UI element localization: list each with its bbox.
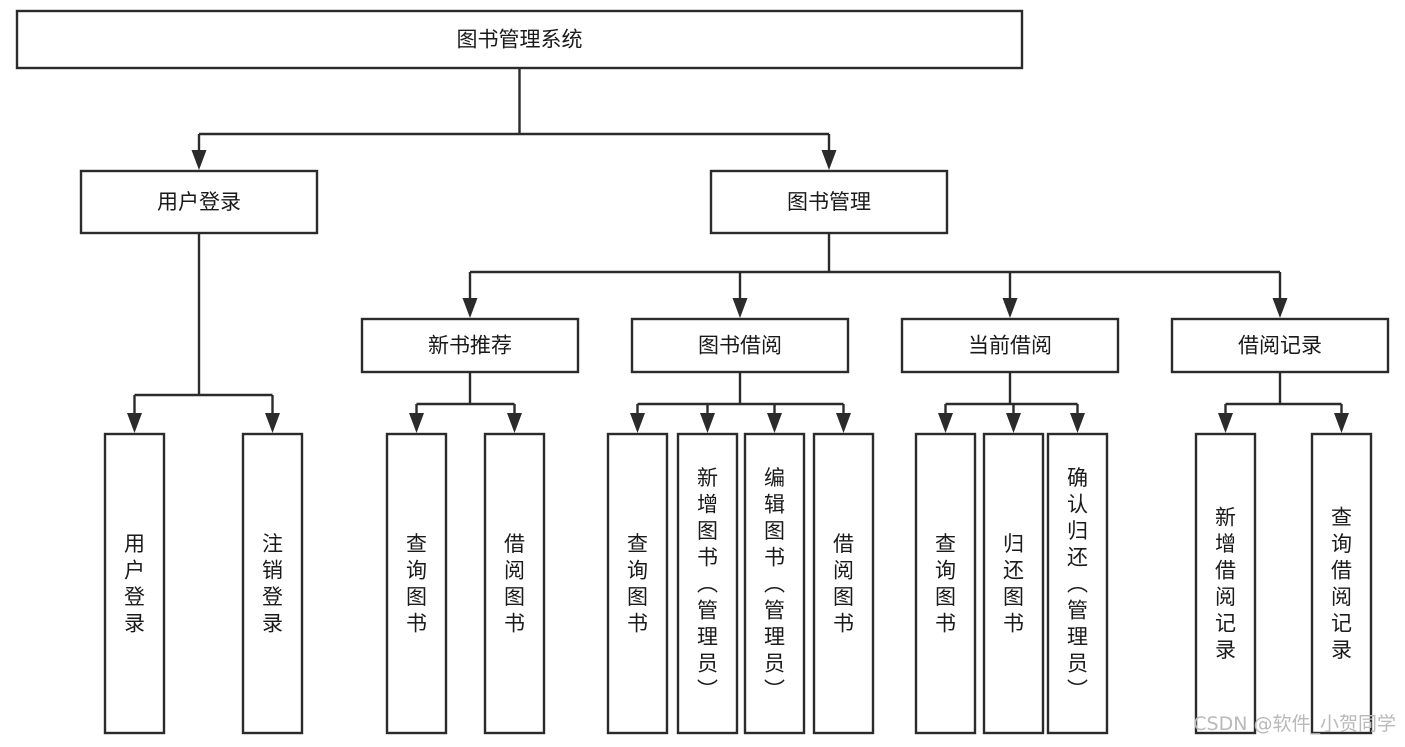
node-box-book-manage (709, 169, 949, 235)
node-leaf-confirm-return[interactable]: 确认归还︵管理员︶ (1046, 432, 1109, 735)
node-label-root: 图书管理系统 (457, 28, 583, 52)
node-label-leaf-add-record: 新增借阅记录 (1215, 506, 1236, 663)
node-label-leaf-borrow-book-1: 借阅图书 (504, 532, 525, 636)
node-label-leaf-edit-book: 编辑图书︵管理员︶ (764, 466, 785, 702)
node-label-current-borrow: 当前借阅 (968, 334, 1052, 358)
node-label-borrow-record: 借阅记录 (1238, 334, 1322, 358)
node-new-book-rec[interactable]: 新书推荐 (360, 317, 580, 374)
node-label-leaf-logout: 注销登录 (262, 532, 283, 636)
edge-group-book-manage (462, 233, 1288, 318)
node-book-manage[interactable]: 图书管理 (709, 169, 949, 235)
node-label-leaf-query-book-3: 查询图书 (935, 532, 956, 636)
node-box-leaf-logout (241, 432, 304, 735)
node-box-user-login (79, 169, 319, 235)
node-label-book-manage: 图书管理 (787, 190, 871, 214)
node-label-leaf-user-login: 用户登录 (124, 532, 145, 636)
edges-layer (127, 68, 1349, 433)
node-box-leaf-edit-book (743, 432, 806, 735)
node-leaf-add-record[interactable]: 新增借阅记录 (1194, 432, 1257, 735)
node-box-leaf-user-login (103, 432, 166, 735)
node-label-leaf-query-book-1: 查询图书 (406, 532, 427, 636)
node-book-borrow[interactable]: 图书借阅 (630, 317, 850, 374)
node-box-leaf-return-book (982, 432, 1045, 735)
node-leaf-edit-book[interactable]: 编辑图书︵管理员︶ (743, 432, 806, 735)
node-leaf-logout[interactable]: 注销登录 (241, 432, 304, 735)
node-label-user-login: 用户登录 (157, 190, 241, 214)
node-root[interactable]: 图书管理系统 (15, 9, 1024, 70)
node-leaf-user-login[interactable]: 用户登录 (103, 432, 166, 735)
edge-group-book-borrow (630, 372, 851, 433)
node-box-leaf-query-record (1310, 432, 1373, 735)
node-leaf-query-record[interactable]: 查询借阅记录 (1310, 432, 1373, 735)
node-current-borrow[interactable]: 当前借阅 (900, 317, 1120, 374)
node-leaf-return-book[interactable]: 归还图书 (982, 432, 1045, 735)
node-leaf-query-book-3[interactable]: 查询图书 (914, 432, 977, 735)
node-box-leaf-borrow-book-1 (483, 432, 546, 735)
node-leaf-add-book[interactable]: 新增图书︵管理员︶ (676, 432, 739, 735)
edge-group-root (191, 68, 837, 170)
node-leaf-borrow-book-1[interactable]: 借阅图书 (483, 432, 546, 735)
node-leaf-borrow-book-2[interactable]: 借阅图书 (812, 432, 875, 735)
node-box-leaf-add-book (676, 432, 739, 735)
node-label-book-borrow: 图书借阅 (698, 334, 782, 358)
node-borrow-record[interactable]: 借阅记录 (1170, 317, 1390, 374)
node-label-leaf-borrow-book-2: 借阅图书 (833, 532, 854, 636)
node-user-login[interactable]: 用户登录 (79, 169, 319, 235)
node-label-leaf-query-book-2: 查询图书 (627, 532, 648, 636)
node-label-leaf-return-book: 归还图书 (1003, 532, 1024, 636)
node-leaf-query-book-2[interactable]: 查询图书 (606, 432, 669, 735)
node-box-leaf-add-record (1194, 432, 1257, 735)
node-box-leaf-query-book-3 (914, 432, 977, 735)
edge-group-user-login (127, 233, 280, 433)
csdn-watermark: CSDN @软件_小贺同学 (1193, 713, 1396, 735)
node-label-leaf-add-book: 新增图书︵管理员︶ (697, 466, 718, 702)
node-label-new-book-rec: 新书推荐 (428, 334, 512, 358)
node-box-current-borrow (900, 317, 1120, 374)
node-label-leaf-query-record: 查询借阅记录 (1331, 506, 1352, 663)
node-box-leaf-borrow-book-2 (812, 432, 875, 735)
node-box-leaf-query-book-1 (385, 432, 448, 735)
nodes-layer: 图书管理系统用户登录图书管理新书推荐图书借阅当前借阅借阅记录用户登录注销登录查询… (15, 9, 1390, 735)
edge-group-new-book-rec (409, 372, 522, 433)
node-box-book-borrow (630, 317, 850, 374)
node-leaf-query-book-1[interactable]: 查询图书 (385, 432, 448, 735)
node-box-new-book-rec (360, 317, 580, 374)
edge-group-current-borrow (938, 372, 1085, 433)
node-box-root (15, 9, 1024, 70)
edge-group-borrow-record (1218, 372, 1349, 433)
node-box-leaf-query-book-2 (606, 432, 669, 735)
node-box-borrow-record (1170, 317, 1390, 374)
node-box-leaf-confirm-return (1046, 432, 1109, 735)
node-label-leaf-confirm-return: 确认归还︵管理员︶ (1067, 466, 1088, 702)
